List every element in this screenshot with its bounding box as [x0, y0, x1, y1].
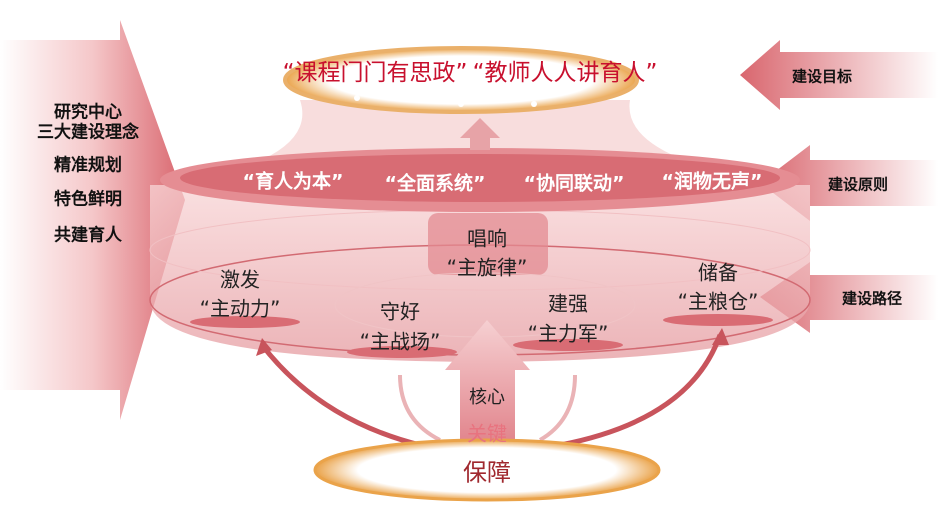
path-object: “主粮仓”	[677, 289, 759, 314]
path-verb: 激发	[220, 267, 260, 292]
base-label: 保障	[463, 458, 511, 487]
goal-arrow-shape	[740, 40, 938, 110]
left-title-line1: 研究中心	[54, 102, 122, 123]
label-goal: 建设目标	[791, 67, 853, 86]
goal-item: “课程门门有思政”	[282, 60, 468, 86]
key-label: 关键	[467, 421, 507, 446]
core-arrow-shape	[445, 320, 530, 450]
left-title-line2: 三大建设理念	[37, 122, 139, 143]
path-verb: 储备	[698, 260, 738, 285]
path-verb: 建强	[548, 291, 588, 316]
principle-item: “育人为本”	[242, 170, 344, 193]
path-object: “主力军”	[527, 321, 609, 346]
left-arrow-shape	[0, 20, 185, 420]
left-item: 特色鲜明	[54, 189, 122, 210]
core-label: 核心	[469, 387, 505, 408]
left-item: 精准规划	[54, 155, 122, 176]
label-principle: 建设原则	[827, 175, 889, 194]
principle-item: “协同联动”	[523, 172, 625, 195]
path-center-object: “主旋律”	[446, 255, 528, 280]
path-object: “主战场”	[359, 329, 441, 354]
path-object: “主动力”	[199, 296, 281, 321]
principle-item: “全面系统”	[384, 172, 486, 195]
left-item: 共建育人	[54, 225, 122, 246]
path-verb: 守好	[380, 299, 420, 324]
principle-item: “润物无声”	[661, 170, 763, 193]
path-center-verb: 唱响	[467, 226, 507, 251]
goal-item: “教师人人讲育人”	[472, 60, 658, 86]
label-path: 建设路径	[841, 289, 903, 308]
